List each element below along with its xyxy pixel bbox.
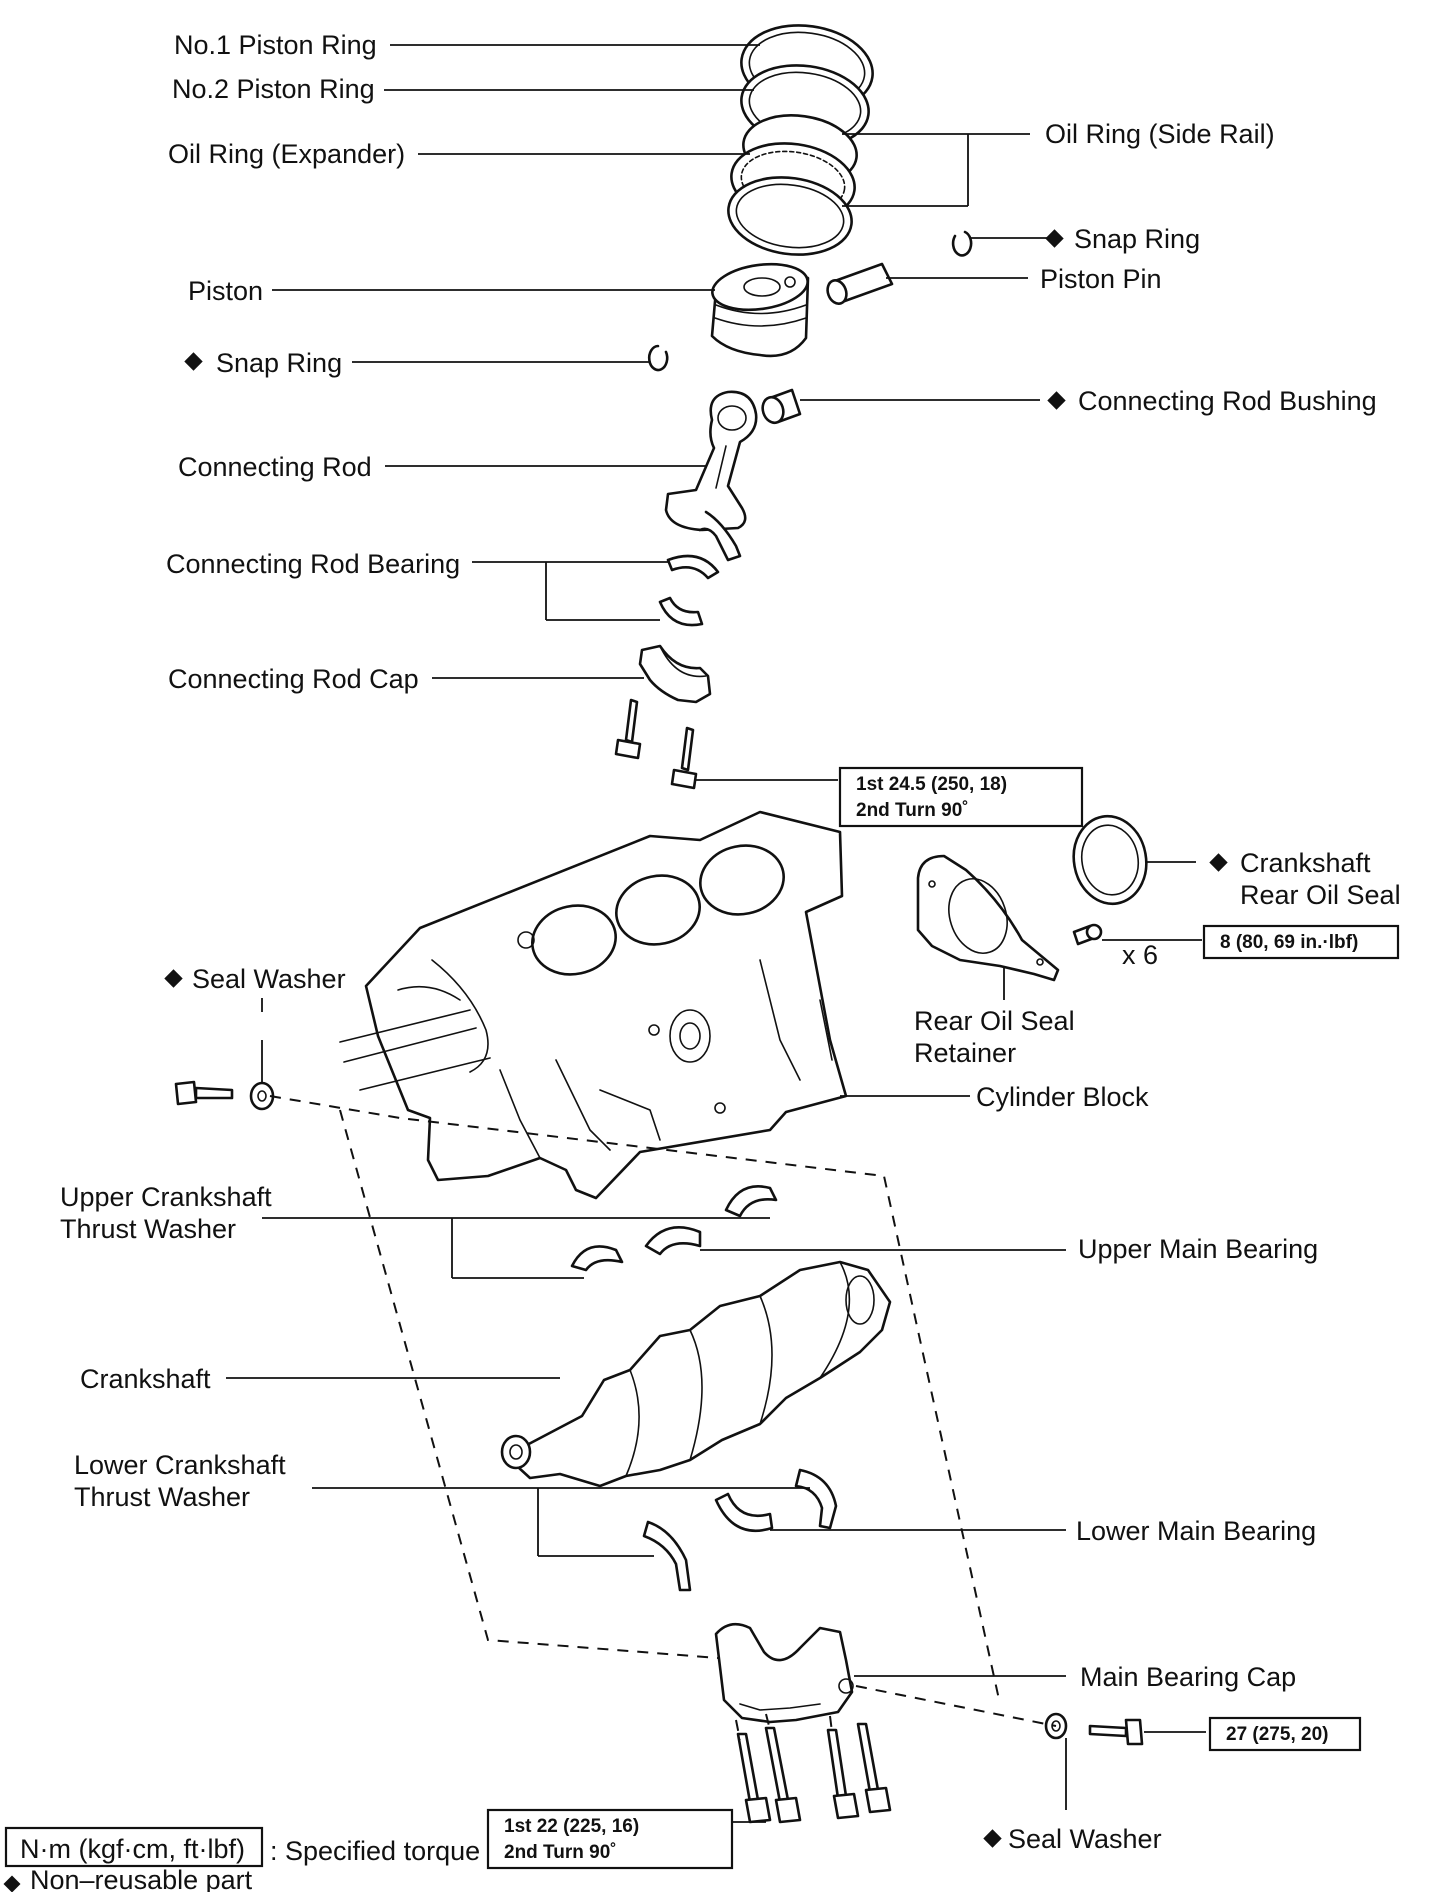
connecting-rod-cap-drawing [638, 644, 712, 704]
torque-retainer: 8 (80, 69 in.·lbf) [1220, 932, 1358, 953]
nonreusable-diamond-icon [983, 1829, 1002, 1848]
legend-unit-box: N·m (kgf·cm, ft·lbf) [20, 1834, 245, 1864]
label-connecting-rod-bushing: Connecting Rod Bushing [1078, 386, 1377, 416]
label-lower-thrust-washer-1: Lower Crankshaft [74, 1450, 286, 1480]
label-crankshaft: Crankshaft [80, 1364, 211, 1394]
torque-main-cap-2nd: 2nd Turn 90˚ [504, 1842, 617, 1863]
torque-box-rod-cap: 1st 24.5 (250, 18) 2nd Turn 90˚ [838, 766, 1084, 828]
label-connecting-rod-cap: Connecting Rod Cap [168, 664, 419, 694]
label-rear-oil-seal-retainer-2: Retainer [914, 1038, 1016, 1068]
leader-lines [226, 44, 1206, 1823]
lower-main-bearing-drawing [714, 1492, 774, 1533]
torque-box-seal-washer-bolt: 27 (275, 20) [1208, 1716, 1362, 1752]
label-cylinder-block: Cylinder Block [976, 1082, 1149, 1112]
label-snap-ring-upper: Snap Ring [1074, 224, 1200, 254]
crankshaft-rear-oil-seal-drawing [1072, 814, 1148, 906]
torque-rod-cap-2nd: 2nd Turn 90˚ [856, 800, 969, 821]
label-oil-ring-side-rail: Oil Ring (Side Rail) [1045, 119, 1275, 149]
torque-rod-cap-1st: 1st 24.5 (250, 18) [856, 774, 1007, 795]
upper-thrust-washer-drawing [570, 1185, 778, 1272]
nonreusable-diamond-icon [184, 352, 203, 371]
label-piston-pin: Piston Pin [1040, 264, 1162, 294]
label-crankshaft-rear-oil-seal-2: Rear Oil Seal [1240, 880, 1401, 910]
nonreusable-diamond-icon [1209, 853, 1228, 872]
label-no1-piston-ring: No.1 Piston Ring [174, 30, 377, 60]
lower-thrust-washer-drawing [642, 1468, 838, 1592]
legend-unit-desc: : Specified torque [270, 1836, 480, 1866]
nonreusable-diamond-icon [164, 969, 183, 988]
label-no2-piston-ring: No.2 Piston Ring [172, 74, 375, 104]
snap-ring-lower-drawing [647, 344, 669, 372]
label-snap-ring-lower: Snap Ring [216, 348, 342, 378]
label-connecting-rod-bearing: Connecting Rod Bearing [166, 549, 460, 579]
connecting-rod-bushing-drawing [761, 388, 802, 425]
torque-box-main-cap: 1st 22 (225, 16) 2nd Turn 90˚ [486, 1808, 734, 1870]
nonreusable-diamond-icon [1047, 391, 1066, 410]
legend-nonreusable: Non–reusable part [30, 1865, 253, 1892]
label-lower-main-bearing: Lower Main Bearing [1076, 1516, 1316, 1546]
piston-pin-drawing [826, 262, 894, 305]
label-lower-thrust-washer-2: Thrust Washer [74, 1482, 250, 1512]
label-oil-ring-expander: Oil Ring (Expander) [168, 139, 405, 169]
nonreusable-diamond-icon [3, 1875, 21, 1892]
label-upper-thrust-washer-1: Upper Crankshaft [60, 1182, 272, 1212]
rear-oil-seal-retainer-drawing [916, 854, 1060, 982]
retainer-bolt-drawing [1072, 923, 1103, 946]
label-upper-main-bearing: Upper Main Bearing [1078, 1234, 1318, 1264]
seal-washer-upper-drawing [249, 1081, 275, 1111]
piston-rings-drawing [727, 24, 874, 256]
alignment-dashed-lines [269, 1095, 1057, 1741]
label-piston: Piston [188, 276, 263, 306]
nonreusable-diamond-icon [1045, 229, 1064, 248]
side-bolt-lower-drawing [1088, 1718, 1144, 1746]
snap-ring-upper-drawing [951, 230, 973, 257]
label-seal-washer-upper: Seal Washer [192, 964, 346, 994]
connecting-rod-bearing-drawing [658, 554, 720, 627]
torque-seal-washer-bolt: 27 (275, 20) [1226, 1724, 1328, 1745]
legend: N·m (kgf·cm, ft·lbf) : Specified torque … [3, 1826, 480, 1892]
label-upper-thrust-washer-2: Thrust Washer [60, 1214, 236, 1244]
label-x6: x 6 [1122, 940, 1158, 970]
label-main-bearing-cap: Main Bearing Cap [1080, 1662, 1296, 1692]
torque-main-cap-1st: 1st 22 (225, 16) [504, 1816, 639, 1837]
connecting-rod-drawing [664, 390, 758, 562]
label-connecting-rod: Connecting Rod [178, 452, 372, 482]
label-crankshaft-rear-oil-seal-1: Crankshaft [1240, 848, 1371, 878]
main-cap-bolts-drawing [736, 1722, 892, 1824]
rod-bolts-drawing [614, 698, 698, 790]
main-bearing-cap-drawing [714, 1622, 854, 1724]
label-seal-washer-lower: Seal Washer [1008, 1824, 1162, 1854]
crankshaft-drawing [500, 1260, 892, 1488]
piston-drawing [710, 262, 810, 358]
side-bolt-upper-drawing [174, 1080, 234, 1106]
torque-box-retainer: 8 (80, 69 in.·lbf) [1202, 924, 1400, 960]
label-rear-oil-seal-retainer-1: Rear Oil Seal [914, 1006, 1075, 1036]
upper-main-bearing-drawing [644, 1226, 702, 1256]
cylinder-block-drawing [339, 810, 848, 1200]
